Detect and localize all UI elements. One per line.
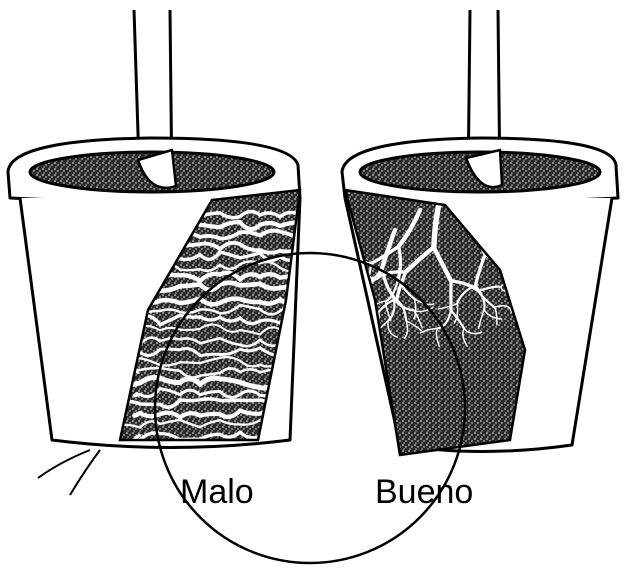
label-malo: Malo	[180, 473, 254, 511]
right-root-branch	[317, 282, 334, 290]
right-root-branch	[332, 311, 349, 320]
label-bueno: Bueno	[375, 473, 473, 511]
right-root-branch	[349, 288, 358, 311]
right-root-branch	[347, 254, 356, 269]
right-root-branch	[349, 311, 354, 329]
right-root-branch	[348, 288, 363, 302]
right-root-branch	[328, 261, 346, 270]
right-root-branch	[343, 294, 360, 299]
left-stray-root	[38, 450, 100, 495]
right-root-branch	[334, 287, 358, 290]
right-root-branch	[354, 294, 360, 311]
right-root-branch	[319, 290, 334, 302]
right-root-branch	[339, 269, 357, 272]
